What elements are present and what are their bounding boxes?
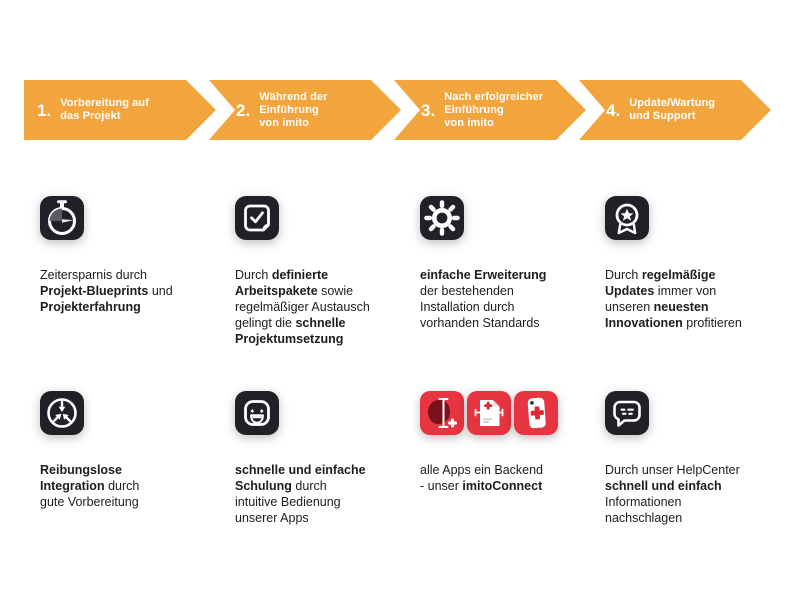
imito-app-icons [420,391,605,435]
step-2: 2. Während der Einführung von imito [209,80,401,140]
step-label: Vorbereitung auf das Projekt [60,97,149,122]
step-number: 1. [37,100,52,120]
imito-phone-app-icon [514,391,558,435]
feature-text: Durch regelmäßige Updates immer von unse… [605,268,742,330]
feature-text: schnelle und einfache Schulung durch int… [235,463,366,525]
feature-zeitersparnis: Zeitersparnis durch Projekt-Blueprints u… [40,196,225,315]
step-number: 2. [236,100,251,120]
arrow-shape [24,80,216,140]
award-badge-icon [605,196,790,240]
stopwatch-icon [40,196,225,240]
step-label: Während der Einführung von imito [259,90,328,129]
smiley-icon [235,391,420,435]
feature-backend: alle Apps ein Backend - unser imitoConne… [420,391,605,494]
feature-text: Durch definierte Arbeitspakete sowie reg… [235,268,370,346]
arrow-shape [579,80,771,140]
converge-arrows-icon [40,391,225,435]
feature-helpcenter: Durch unser HelpCenter schnell und einfa… [605,391,790,526]
feature-text: Reibungslose Integration durch gute Vorb… [40,463,140,509]
feature-text: Durch unser HelpCenter schnell und einfa… [605,463,740,525]
feature-updates: Durch regelmäßige Updates immer von unse… [605,196,790,331]
gear-icon [420,196,605,240]
feature-erweiterung: einfache Erweiterung der bestehenden Ins… [420,196,605,331]
step-3: 3. Nach erfolgreicher Einführung von imi… [394,80,586,140]
feature-integration: Reibungslose Integration durch gute Vorb… [40,391,225,510]
step-label: Nach erfolgreicher Einführung von imito [444,90,544,129]
step-number: 4. [606,100,621,120]
feature-text: alle Apps ein Backend - unser imitoConne… [420,463,544,493]
feature-text: Zeitersparnis durch Projekt-Blueprints u… [40,268,173,314]
step-4: 4. Update/Wartung und Support [579,80,771,140]
step-number: 3. [421,100,436,120]
imito-doc-app-icon [467,391,511,435]
feature-schulung: schnelle und einfache Schulung durch int… [235,391,420,526]
arrow-shape [209,80,401,140]
imito-measure-app-icon [420,391,464,435]
step-label: Update/Wartung und Support [629,97,716,122]
feature-arbeitspakete: Durch definierte Arbeitspakete sowie reg… [235,196,420,347]
note-check-icon [235,196,420,240]
chat-bubble-icon [605,391,790,435]
feature-text: einfache Erweiterung der bestehenden Ins… [420,268,547,330]
arrow-shape [394,80,586,140]
step-1: 1. Vorbereitung auf das Projekt [24,80,216,140]
